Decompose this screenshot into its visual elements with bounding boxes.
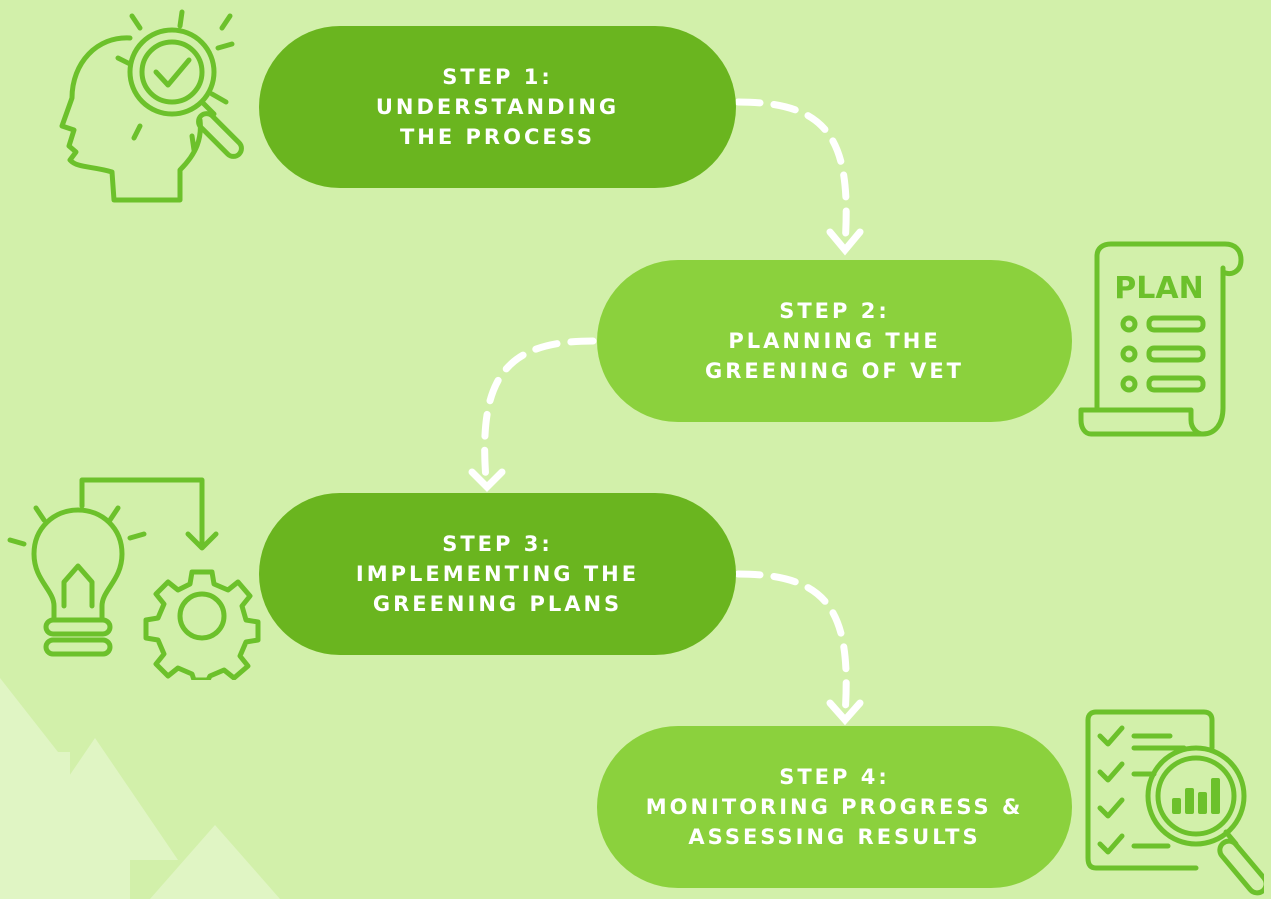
step-4-line-1: MONITORING PROGRESS &	[645, 795, 1024, 819]
step-1-pill: STEP 1: UNDERSTANDING THE PROCESS	[259, 26, 736, 188]
step-4-title: STEP 4:	[779, 765, 890, 789]
step-1-line-2: THE PROCESS	[399, 125, 596, 149]
plan-label: PLAN	[1114, 271, 1203, 306]
step-3-line-2: GREENING PLANS	[372, 592, 623, 616]
arrowhead-2-3	[468, 468, 506, 492]
connector-1-2	[734, 98, 850, 249]
step-2-title: STEP 2:	[779, 299, 890, 323]
step-4-line-2: ASSESSING RESULTS	[688, 825, 981, 849]
step-4-pill: STEP 4: MONITORING PROGRESS & ASSESSING …	[597, 726, 1072, 888]
step-2-line-2: GREENING OF VET	[704, 359, 965, 383]
plan-scroll-icon: PLAN	[1075, 238, 1245, 438]
step-1-title: STEP 1:	[442, 65, 553, 89]
checklist-magnifier-chart-icon	[1084, 708, 1264, 899]
bg-arrow-shape	[12, 738, 178, 860]
head-magnifier-check-icon	[52, 8, 257, 208]
step-3-pill: STEP 3: IMPLEMENTING THE GREENING PLANS	[259, 493, 736, 655]
bg-arrow-shape	[150, 825, 280, 899]
step-2-line-1: PLANNING THE	[728, 329, 941, 353]
arrowhead-3-4	[826, 699, 864, 726]
step-3-line-1: IMPLEMENTING THE	[355, 562, 640, 586]
connector-3-4	[734, 570, 850, 719]
step-3-title: STEP 3:	[442, 532, 553, 556]
arrowhead-1-2	[826, 228, 864, 256]
lightbulb-gear-icon	[6, 470, 261, 680]
bg-arrow-shape	[35, 858, 130, 899]
step-2-pill: STEP 2: PLANNING THE GREENING OF VET	[597, 260, 1072, 422]
step-1-line-1: UNDERSTANDING	[375, 95, 620, 119]
bg-arrow-shape	[0, 678, 58, 752]
connector-2-3	[481, 337, 597, 484]
